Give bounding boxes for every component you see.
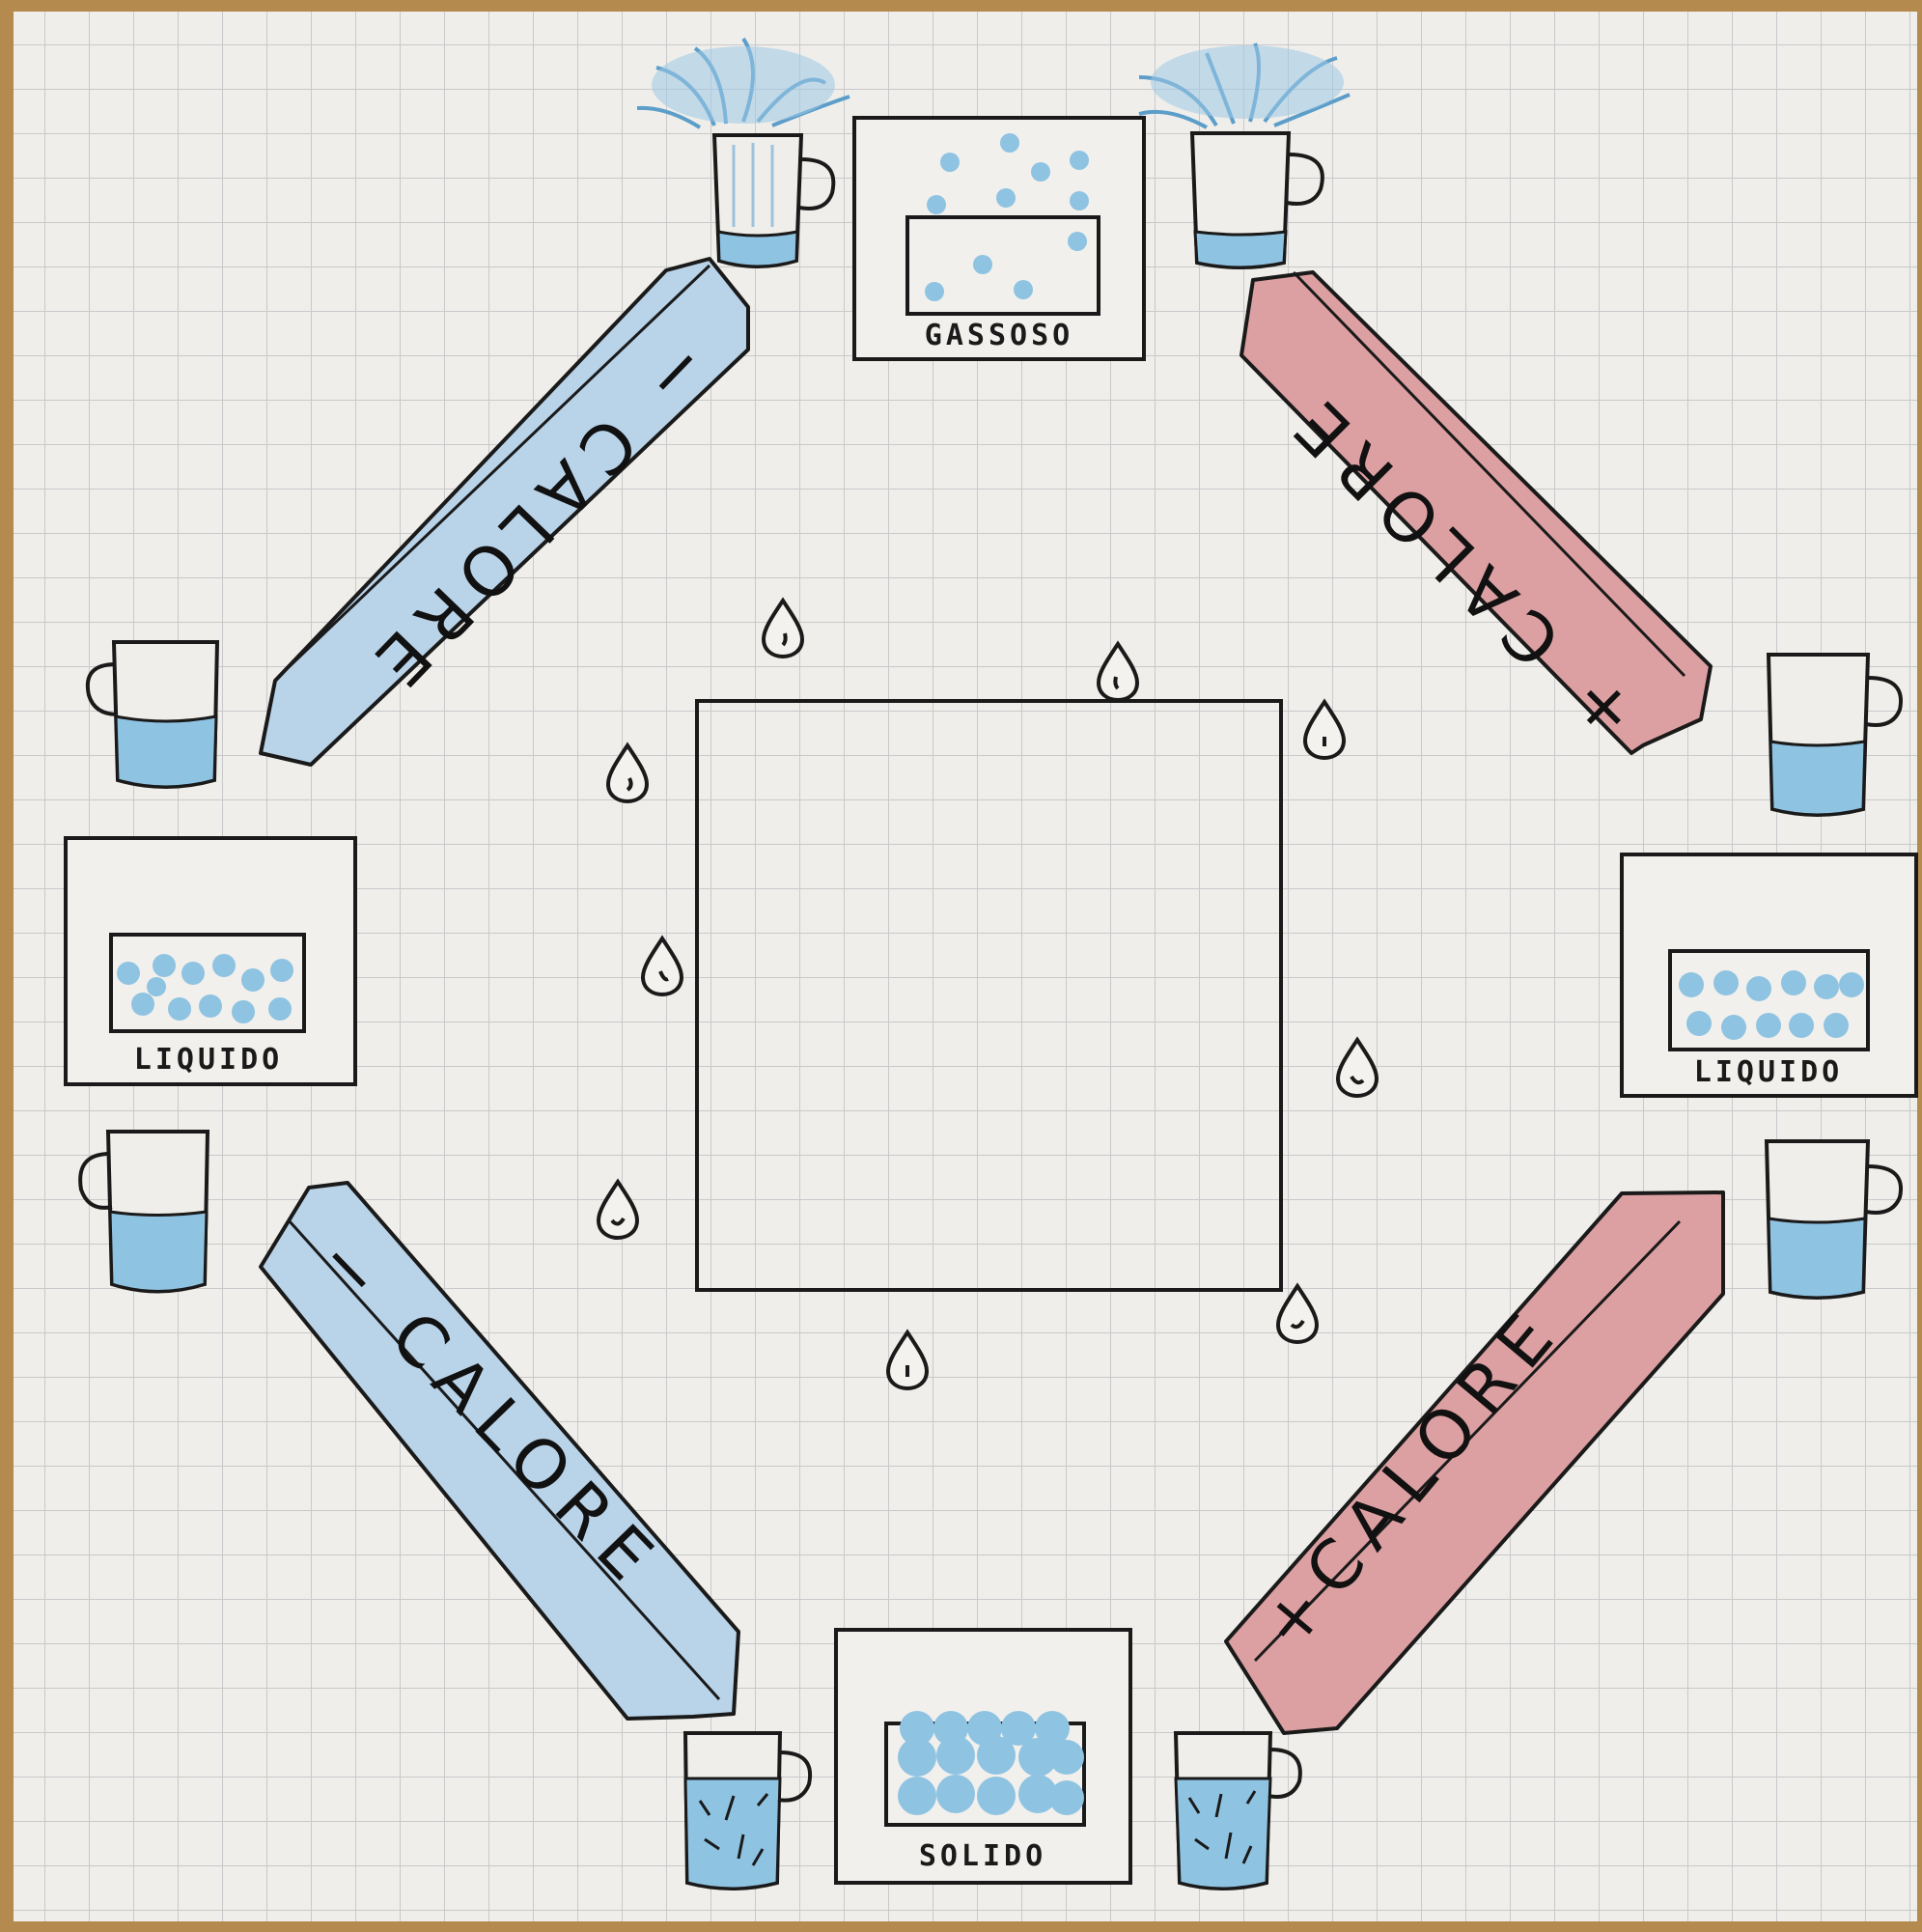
liquid-left-label: LIQUIDO — [134, 1043, 283, 1077]
liquid-right-state-box: LIQUIDO — [1622, 854, 1916, 1096]
solid-state-box: SOLIDO — [836, 1630, 1130, 1883]
gas-label: GASSOSO — [925, 319, 1073, 352]
solid-label: SOLIDO — [919, 1839, 1046, 1873]
gas-state-box: GASSOSO — [854, 118, 1144, 359]
liquid-left-state-box: LIQUIDO — [66, 838, 355, 1084]
liquid-right-label: LIQUIDO — [1694, 1055, 1843, 1089]
